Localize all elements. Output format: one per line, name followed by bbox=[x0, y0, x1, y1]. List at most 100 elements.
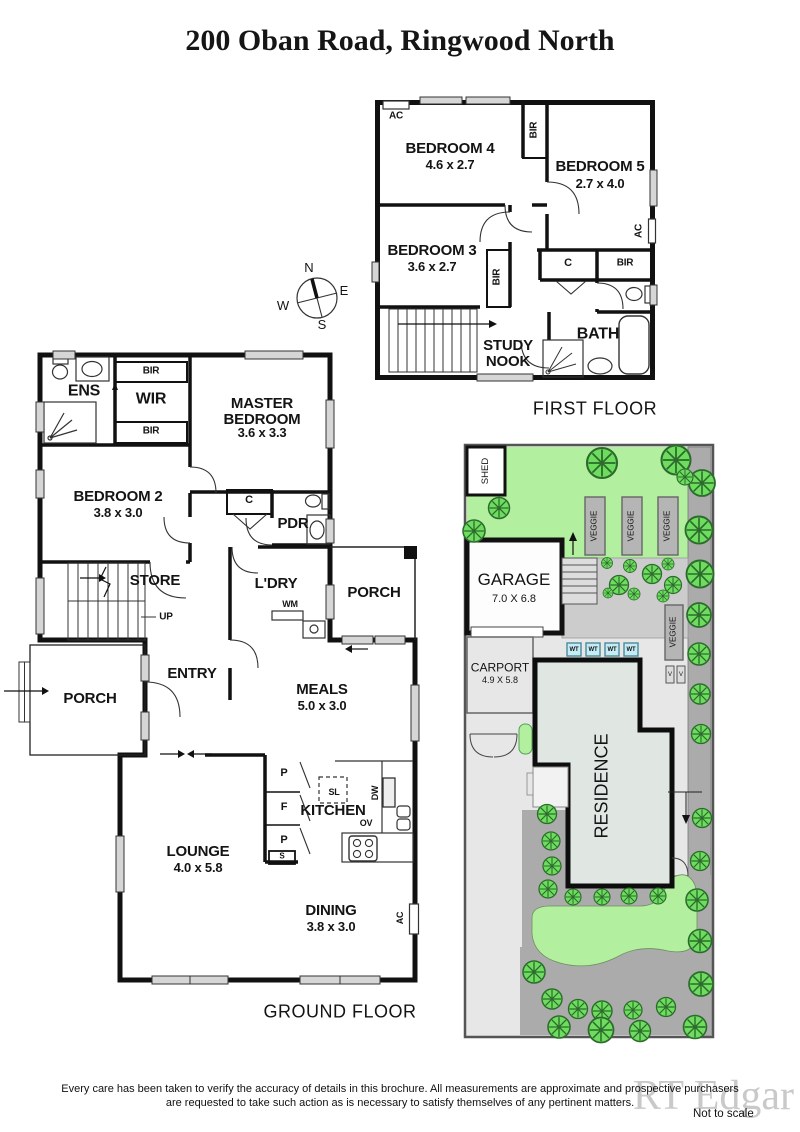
label-v-1: V bbox=[667, 671, 673, 678]
label-pantry1: P bbox=[280, 767, 288, 780]
label-wt-2: WT bbox=[588, 646, 598, 653]
steps-arrowhead bbox=[569, 532, 577, 541]
label-wm: WM bbox=[282, 599, 298, 610]
gf-bir-top-box bbox=[114, 361, 188, 383]
compass-icon bbox=[296, 277, 338, 319]
ff-stairs bbox=[388, 308, 497, 373]
sink-bowl bbox=[396, 818, 411, 831]
room-bedroom5: BEDROOM 5 bbox=[555, 157, 645, 175]
garage-door bbox=[470, 626, 544, 638]
compass-east: E bbox=[339, 282, 349, 298]
label-garage-dims: 7.0 X 6.8 bbox=[491, 593, 537, 606]
laundry-fixtures bbox=[271, 610, 326, 639]
label-dw: DW bbox=[370, 785, 381, 801]
veggie-bed bbox=[621, 496, 643, 556]
room-pdr: PDR bbox=[277, 514, 309, 532]
label-carport-dims: 4.9 X 5.8 bbox=[481, 675, 519, 686]
label-wt-3: WT bbox=[607, 646, 617, 653]
label-veggie-2: VEGGIE bbox=[626, 510, 636, 542]
label-wt-4: WT bbox=[626, 646, 636, 653]
label-veggie-1: VEGGIE bbox=[589, 510, 599, 542]
label-bir-bed3: BIR bbox=[491, 268, 503, 286]
room-dining-dims: 3.8 x 3.0 bbox=[306, 918, 356, 934]
tree-icon bbox=[538, 879, 558, 899]
label-residence: RESIDENCE bbox=[591, 733, 612, 839]
tree-icon bbox=[567, 998, 589, 1020]
dishwasher-icon bbox=[382, 777, 396, 808]
ff-bir-bed3-box bbox=[486, 249, 511, 308]
veggie-bed bbox=[657, 496, 679, 556]
tree-icon bbox=[564, 888, 582, 906]
driveway-arrowhead bbox=[682, 815, 690, 824]
v-box bbox=[665, 665, 675, 684]
tree-icon bbox=[685, 888, 709, 912]
room-dining: DINING bbox=[305, 901, 357, 919]
site-plan bbox=[462, 443, 716, 1044]
ff-bir-bed4-box bbox=[522, 101, 548, 159]
tree-icon bbox=[691, 807, 713, 829]
label-closet-ff: C bbox=[564, 257, 572, 270]
tree-icon bbox=[487, 496, 511, 520]
label-bir-hall: BIR bbox=[616, 257, 634, 269]
room-bath: BATH bbox=[576, 325, 620, 343]
room-lounge: LOUNGE bbox=[166, 842, 230, 860]
ff-shower-icon bbox=[542, 339, 584, 378]
tree-icon bbox=[663, 575, 683, 595]
tree-icon bbox=[620, 887, 638, 905]
room-bedroom4-dims: 4.6 x 2.7 bbox=[425, 156, 475, 172]
tree-icon bbox=[682, 1014, 708, 1040]
wir-arrowhead bbox=[112, 383, 118, 390]
tree-icon bbox=[656, 589, 670, 603]
tree-icon bbox=[687, 642, 711, 666]
french-doors bbox=[469, 733, 518, 758]
ff-windows bbox=[371, 96, 658, 382]
label-up: UP bbox=[159, 611, 173, 623]
tree-icon bbox=[602, 587, 614, 599]
room-meals-dims: 5.0 x 3.0 bbox=[297, 697, 347, 713]
label-sl: SL bbox=[328, 787, 340, 798]
tree-icon bbox=[522, 960, 546, 984]
first-floor-plan bbox=[371, 96, 658, 382]
room-master-dims: 3.6 x 3.3 bbox=[237, 424, 287, 440]
tree-icon bbox=[655, 996, 677, 1018]
caption-ground-floor: GROUND FLOOR bbox=[263, 1001, 417, 1022]
room-bedroom5-dims: 2.7 x 4.0 bbox=[575, 175, 625, 191]
room-laundry: L'DRY bbox=[254, 574, 298, 592]
entry-arrows bbox=[160, 645, 368, 758]
tree-icon bbox=[541, 988, 563, 1010]
tree-icon bbox=[689, 683, 711, 705]
sink-box bbox=[268, 850, 296, 865]
room-porch-left: PORCH bbox=[63, 689, 117, 707]
room-ens: ENS bbox=[67, 382, 101, 400]
shrub bbox=[518, 723, 533, 755]
room-master-bedroom: MASTER BEDROOM bbox=[223, 394, 301, 428]
label-ac-top: AC bbox=[388, 110, 404, 122]
residence-door-arc bbox=[671, 857, 689, 877]
garden-steps bbox=[561, 557, 598, 605]
tree-icon bbox=[686, 602, 712, 628]
agency-watermark: RT Edgar bbox=[632, 1073, 794, 1119]
shed bbox=[465, 445, 507, 497]
label-v-2: V bbox=[678, 671, 684, 678]
gf-stairs bbox=[67, 562, 156, 641]
room-wir: WIR bbox=[135, 390, 167, 408]
label-ac-dining: AC bbox=[395, 911, 406, 925]
garage bbox=[464, 537, 565, 636]
label-pantry2: P bbox=[280, 834, 288, 847]
tree-icon bbox=[627, 587, 641, 601]
room-bedroom3-dims: 3.6 x 2.7 bbox=[407, 258, 457, 274]
tree-icon bbox=[661, 557, 675, 571]
porch-right-structure bbox=[330, 546, 417, 640]
tree-icon bbox=[676, 468, 694, 486]
room-kitchen: KITCHEN bbox=[300, 801, 366, 819]
compass-north: N bbox=[304, 259, 314, 275]
tree-icon bbox=[684, 515, 714, 545]
ff-door-arcs bbox=[479, 181, 624, 369]
label-bir-top: BIR bbox=[142, 365, 160, 377]
tree-icon bbox=[641, 563, 663, 585]
room-bedroom4: BEDROOM 4 bbox=[405, 139, 495, 157]
room-bedroom2-dims: 3.8 x 3.0 bbox=[93, 504, 143, 520]
label-veggie-4: VEGGIE bbox=[668, 616, 678, 648]
pdr-fixtures bbox=[304, 493, 331, 545]
page-title: 200 Oban Road, Ringwood North bbox=[185, 24, 615, 57]
